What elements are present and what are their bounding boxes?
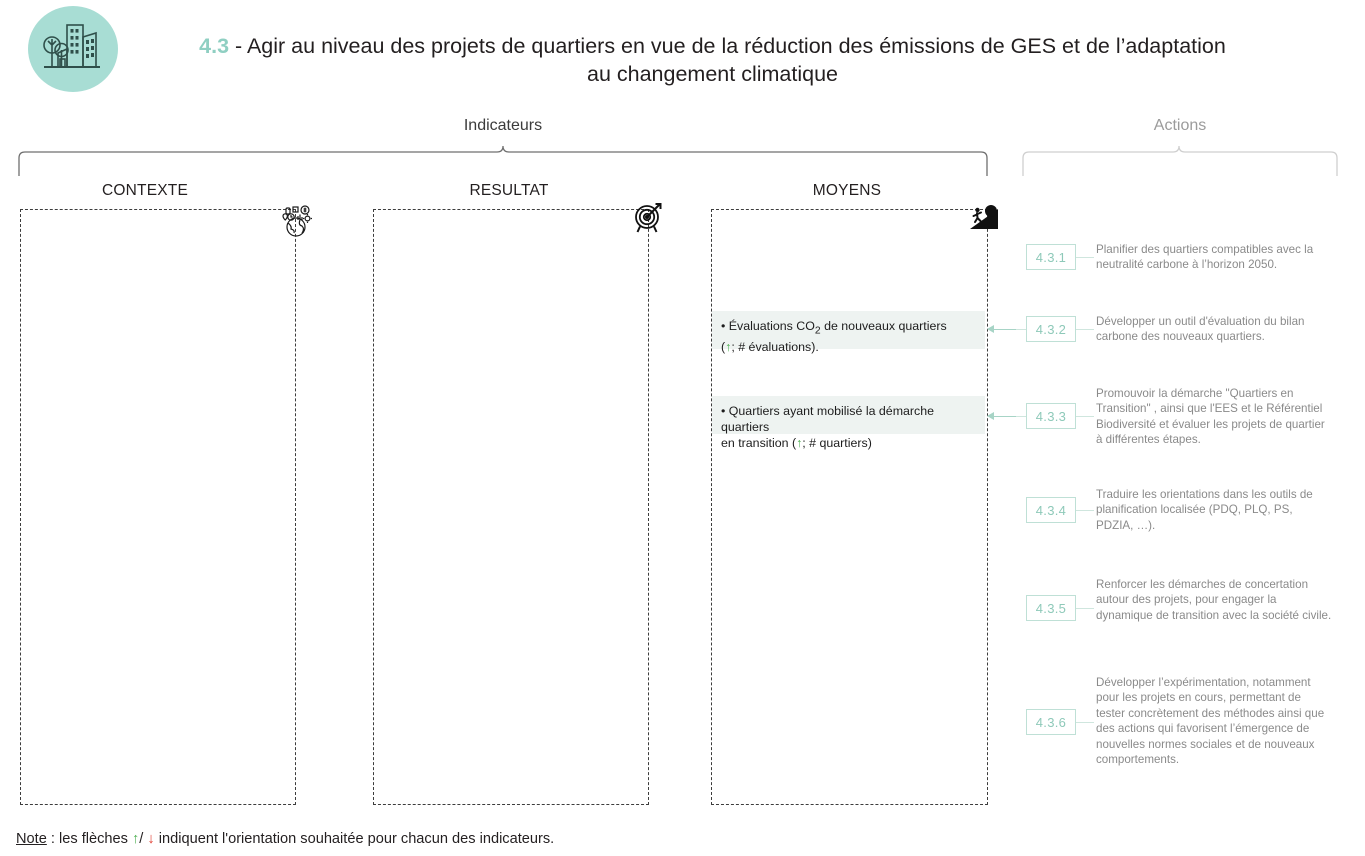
action-dash-link [1076, 608, 1094, 610]
action-description: Promouvoir la démarche "Quartiers en Tra… [1096, 387, 1325, 447]
action-description: Développer l’expérimentation, notamment … [1096, 676, 1325, 767]
column-heading-resultat: RESULTAT [469, 182, 549, 199]
page-title-line1: Agir au niveau des projets de quartiers … [246, 34, 1226, 58]
action-number-badge[interactable]: 4.3.4 [1026, 497, 1076, 523]
action-description: Planifier des quartiers compatibles avec… [1096, 243, 1314, 272]
action-description: Développer un outil d'évaluation du bila… [1096, 315, 1305, 344]
connector-line-432 [994, 329, 1026, 331]
indicator-text-c: ( [721, 340, 726, 355]
footer-note-slash: / [139, 831, 148, 847]
connector-arrow-432 [987, 325, 994, 333]
target-arrow-icon [629, 199, 667, 237]
action-number-badge[interactable]: 4.3.2 [1026, 316, 1076, 342]
action-dash-link [1076, 329, 1094, 331]
footer-note-part1: : les flèches [46, 831, 132, 847]
city-buildings-trees-icon [28, 6, 118, 92]
connector-arrow-433 [987, 412, 994, 420]
bracket-indicateurs [18, 145, 990, 182]
arrow-up-icon: ↑ [796, 436, 803, 450]
page-title: 4.3 - Agir au niveau des projets de quar… [180, 32, 1245, 88]
column-heading-contexte: CONTEXTE [102, 182, 188, 199]
group-label-actions: Actions [1153, 117, 1207, 134]
group-label-indicateurs: Indicateurs [463, 117, 543, 134]
globe-context-icon [277, 201, 315, 239]
page-title-line2: au changement climatique [587, 62, 838, 86]
indicator-text-d: ; # évaluations). [731, 340, 819, 355]
indicator-bullet: • [721, 404, 729, 418]
indicator-text-a: Quartiers ayant mobilisé la démarche qua… [721, 404, 935, 434]
bracket-actions [1022, 145, 1338, 182]
indicator-text-c: en transition ( [721, 436, 797, 450]
action-stub-left [1016, 329, 1026, 331]
indicator-text-d: ; # quartiers) [802, 436, 872, 450]
column-box-moyens [711, 209, 988, 805]
action-stub-left [1016, 416, 1026, 418]
connector-line-433 [994, 416, 1026, 418]
action-number-badge[interactable]: 4.3.3 [1026, 403, 1076, 429]
action-dash-link [1076, 416, 1094, 418]
action-number-badge[interactable]: 4.3.1 [1026, 244, 1076, 270]
arrow-up-icon: ↑ [132, 831, 140, 847]
indicator-card: • Évaluations CO2 de nouveaux quartiers … [712, 311, 985, 354]
arrow-up-icon: ↑ [725, 340, 732, 355]
indicator-text-a: Évaluations CO [728, 319, 815, 333]
arrow-down-icon: ↓ [147, 831, 155, 847]
footer-note-part2: indiquent l'orientation souhaitée pour c… [154, 831, 555, 847]
action-description: Traduire les orientations dans les outil… [1096, 488, 1313, 532]
indicator-card: • Quartiers ayant mobilisé la démarche q… [712, 396, 985, 450]
action-dash-link [1076, 722, 1094, 724]
page-title-number: 4.3 [199, 34, 230, 58]
indicator-bullet: • [721, 319, 729, 333]
action-dash-link [1076, 510, 1094, 512]
page-title-separator: - [229, 34, 247, 58]
indicator-subscript: 2 [814, 325, 821, 337]
action-dash-link [1076, 257, 1094, 259]
column-heading-moyens: MOYENS [812, 182, 882, 199]
column-box-contexte [20, 209, 296, 805]
column-box-resultat [373, 209, 649, 805]
action-number-badge[interactable]: 4.3.5 [1026, 595, 1076, 621]
footer-note-label: Note [16, 831, 47, 847]
footer-note: Note : les flèches ↑/ ↓ indiquent l'orie… [16, 831, 554, 847]
action-number-badge[interactable]: 4.3.6 [1026, 709, 1076, 735]
indicator-text-b: de nouveaux quartiers [820, 319, 947, 333]
person-climbing-slope-icon [966, 200, 1004, 238]
action-description: Renforcer les démarches de concertation … [1096, 578, 1332, 622]
